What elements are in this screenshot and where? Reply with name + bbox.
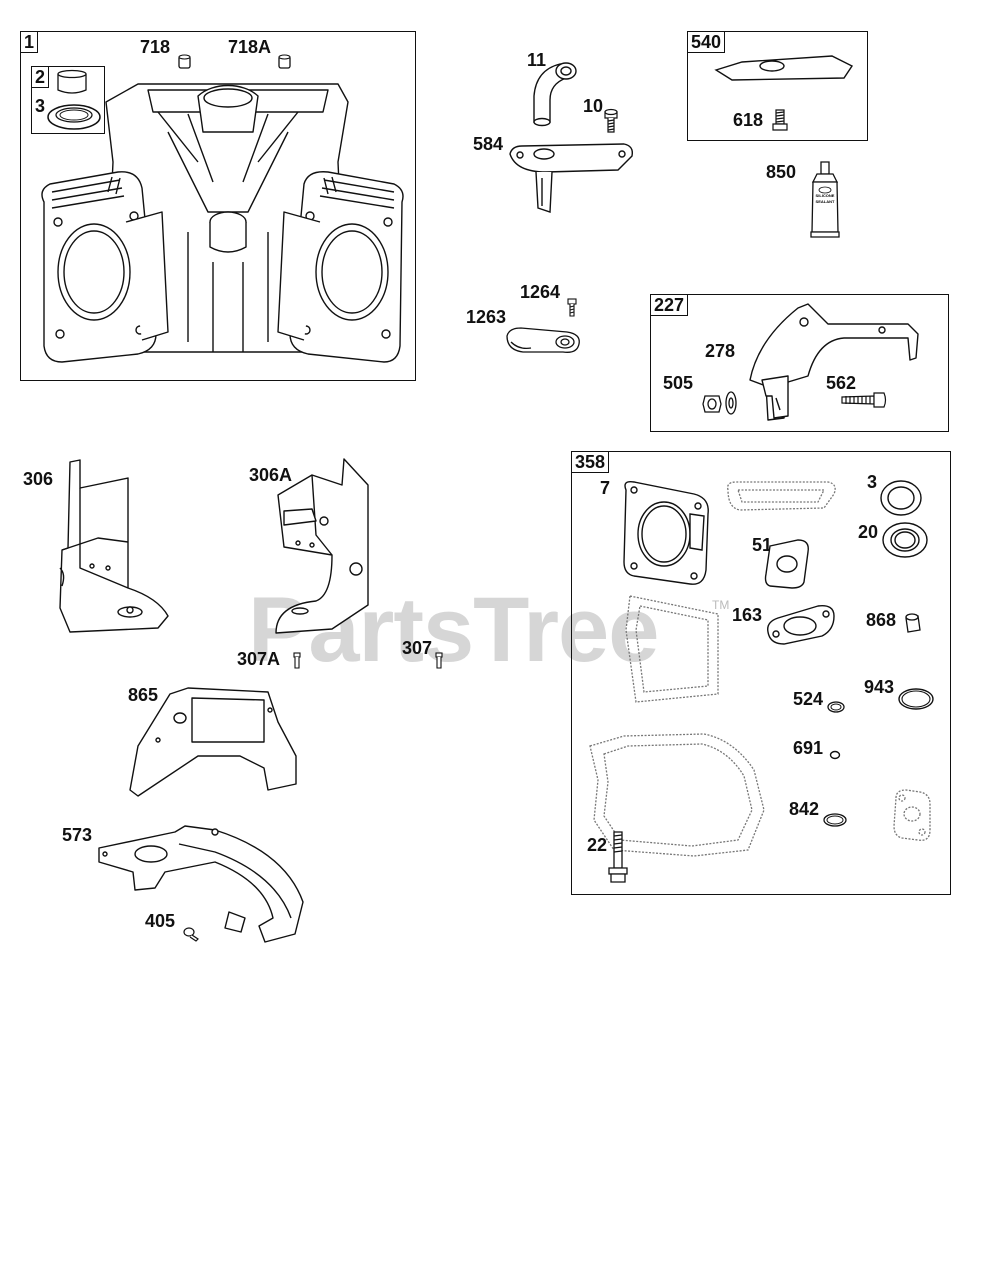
intake-gasket-51-part[interactable]: [762, 538, 812, 590]
label-943[interactable]: 943: [864, 677, 895, 697]
screw-10-part[interactable]: [603, 108, 619, 136]
lever-1263-part[interactable]: [505, 322, 585, 358]
label-163[interactable]: 163: [732, 605, 763, 625]
bearing-sleeve-part[interactable]: [55, 69, 89, 96]
label-51[interactable]: 51: [752, 535, 773, 555]
label-842[interactable]: 842: [789, 799, 820, 819]
label-718[interactable]: 718: [140, 37, 171, 57]
sealant-label-line1: SILICONE: [816, 193, 835, 198]
group-tag-crankcase[interactable]: 1: [20, 31, 39, 53]
label-405[interactable]: 405: [145, 911, 176, 931]
washer-278-part[interactable]: [724, 390, 738, 416]
oil-seal-3-part[interactable]: [878, 478, 924, 518]
blower-housing-573-part[interactable]: [95, 822, 309, 946]
sealant-label-line2: SEALANT: [816, 199, 835, 204]
screw-307a-part[interactable]: [292, 652, 302, 670]
label-505[interactable]: 505: [663, 373, 694, 393]
shield-plate-part[interactable]: [712, 52, 858, 86]
screw-307-part[interactable]: [434, 652, 444, 670]
group-tag-shield-plate[interactable]: 540: [687, 31, 726, 53]
label-306a[interactable]: 306A: [249, 465, 293, 485]
silicone-sealant-tube-part[interactable]: SILICONE SEALANT: [808, 160, 842, 240]
label-691[interactable]: 691: [793, 738, 824, 758]
label-573[interactable]: 573: [62, 825, 93, 845]
carb-gasket-part[interactable]: [890, 788, 936, 844]
label-584[interactable]: 584: [473, 134, 504, 154]
label-20[interactable]: 20: [858, 522, 879, 542]
label-3-seal[interactable]: 3: [35, 96, 46, 116]
head-gasket-7-part[interactable]: [620, 478, 714, 590]
label-307a[interactable]: 307A: [237, 649, 281, 669]
shield-plate-group-box: [687, 31, 868, 141]
label-618[interactable]: 618: [733, 110, 764, 130]
group-tag-gasket-set[interactable]: 358: [571, 451, 610, 473]
control-bracket-part[interactable]: [748, 300, 938, 424]
label-10[interactable]: 10: [583, 96, 604, 116]
o-ring-691-part[interactable]: [829, 750, 841, 760]
dowel-pin-718a-part[interactable]: [278, 54, 292, 70]
label-850[interactable]: 850: [766, 162, 797, 182]
crankcase-part[interactable]: [38, 72, 410, 374]
dowel-pin-718-part[interactable]: [178, 54, 192, 70]
o-ring-842-part[interactable]: [822, 812, 848, 828]
sleeve-seal-subgroup-box: [31, 66, 105, 134]
cylinder-shield-306a-part[interactable]: [272, 455, 382, 637]
bracket-group-box: [650, 294, 949, 432]
label-307[interactable]: 307: [402, 638, 433, 658]
exhaust-gasket-163-part[interactable]: [764, 602, 838, 648]
oil-seal-part[interactable]: [46, 102, 102, 132]
breather-gasket-part[interactable]: [622, 590, 726, 706]
label-718a[interactable]: 718A: [228, 37, 272, 57]
group-tag-bracket[interactable]: 227: [650, 294, 689, 316]
label-1264[interactable]: 1264: [520, 282, 561, 302]
label-524[interactable]: 524: [793, 689, 824, 709]
o-ring-524-part[interactable]: [826, 700, 846, 714]
cylinder-shield-306-part[interactable]: [58, 458, 178, 634]
nut-505-part[interactable]: [701, 393, 723, 415]
bolt-22-part[interactable]: [606, 830, 630, 884]
oil-seal-20-part[interactable]: [880, 520, 930, 560]
label-278[interactable]: 278: [705, 341, 736, 361]
baffle-865-part[interactable]: [128, 686, 300, 802]
screw-405-part[interactable]: [183, 926, 201, 942]
group-tag-sleeve-seal[interactable]: 2: [31, 66, 50, 88]
label-306[interactable]: 306: [23, 469, 54, 489]
label-11[interactable]: 11: [527, 50, 547, 70]
label-3-gasket-set[interactable]: 3: [867, 472, 878, 492]
breather-tube-part[interactable]: [528, 56, 584, 128]
crankcase-group-box: [20, 31, 416, 381]
screw-618-part[interactable]: [772, 108, 788, 134]
breather-cover-part[interactable]: [506, 138, 636, 216]
grommet-868-part[interactable]: [902, 612, 924, 636]
screw-562-part[interactable]: [840, 391, 888, 409]
gasket-set-group-box: [571, 451, 951, 895]
label-868[interactable]: 868: [866, 610, 897, 630]
label-865[interactable]: 865: [128, 685, 159, 705]
label-1263[interactable]: 1263: [466, 307, 507, 327]
label-562[interactable]: 562: [826, 373, 857, 393]
watermark-trademark: TM: [712, 598, 730, 612]
label-7[interactable]: 7: [600, 478, 611, 498]
valve-cover-gasket-part[interactable]: [724, 478, 840, 516]
o-ring-943-part[interactable]: [896, 686, 936, 712]
label-22[interactable]: 22: [587, 835, 608, 855]
screw-1264-part[interactable]: [566, 298, 578, 318]
